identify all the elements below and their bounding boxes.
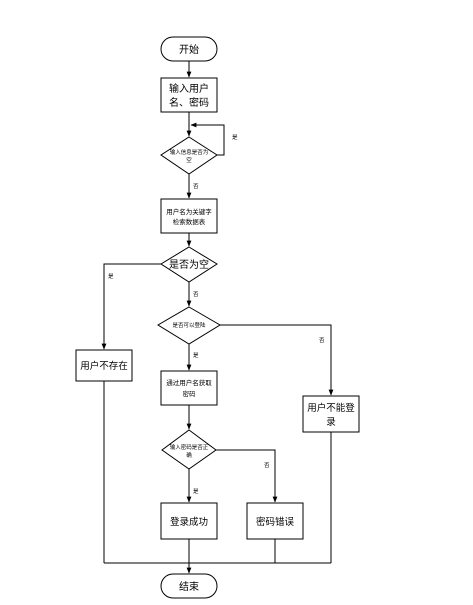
- edge-check-empty-yes-loop: [190, 122, 225, 156]
- check-empty-label-line1: 输入信息是否为: [170, 148, 209, 156]
- get-password-label-line1: 通过用户名获取: [166, 378, 212, 387]
- label-check-empty-no: 否: [193, 183, 199, 190]
- user-not-exist-label: 用户不存在: [80, 360, 128, 372]
- label-password-correct-yes: 是: [193, 488, 199, 495]
- edge-can-login-no: [220, 324, 334, 396]
- cannot-login-label-line1: 用户不能登: [307, 402, 355, 414]
- login-success-label: 登录成功: [170, 516, 208, 528]
- lookup-label-line1: 用户名为关键字: [166, 207, 212, 216]
- edge-result-empty-yes: [101, 263, 161, 350]
- edges: [101, 61, 334, 574]
- get-password-label-line2: 密码: [183, 389, 197, 398]
- password-error-node: 密码错误: [246, 502, 304, 540]
- edge-password-correct-no: [216, 449, 278, 503]
- password-correct-label-line2: 确: [186, 451, 192, 459]
- check-input-empty-decision: 输入信息是否为 空: [160, 136, 218, 175]
- input-label-line1: 输入用户: [169, 82, 209, 95]
- cannot-login-node: 用户不能登 录: [302, 395, 360, 433]
- password-error-label: 密码错误: [256, 516, 295, 528]
- end-node: 结束: [160, 573, 218, 599]
- user-not-exist-node: 用户不存在: [75, 349, 133, 382]
- lookup-label-line2: 检索数据表: [173, 217, 206, 226]
- cannot-login-label-line2: 录: [326, 417, 336, 428]
- password-correct-label-line1: 输入密码是否正: [170, 443, 209, 451]
- label-result-empty-no: 否: [193, 291, 199, 298]
- check-empty-label-line2: 空: [186, 156, 192, 164]
- end-label: 结束: [179, 580, 199, 593]
- password-correct-decision: 输入密码是否正 确: [161, 429, 217, 470]
- start-node: 开始: [160, 36, 218, 62]
- input-label-line2: 名、密码: [169, 96, 209, 109]
- label-can-login-no: 否: [319, 337, 325, 344]
- edge-labels: 是 否 是 否 否 是 否 是: [108, 134, 325, 495]
- start-label: 开始: [179, 43, 199, 56]
- login-success-node: 登录成功: [160, 502, 218, 540]
- input-credentials-node: 输入用户 名、密码: [160, 77, 218, 113]
- can-login-label: 是否可以登陆: [172, 321, 206, 329]
- label-check-empty-yes: 是: [232, 134, 238, 141]
- result-empty-label: 是否为空: [169, 258, 209, 271]
- lookup-user-node: 用户名为关键字 检索数据表: [160, 198, 218, 234]
- result-empty-decision: 是否为空: [160, 246, 218, 283]
- label-result-empty-yes: 是: [108, 273, 114, 280]
- label-password-correct-no: 否: [264, 462, 270, 469]
- can-login-decision: 是否可以登陆: [157, 306, 221, 345]
- get-password-node: 通过用户名获取 密码: [160, 370, 218, 406]
- label-can-login-yes: 是: [193, 352, 199, 359]
